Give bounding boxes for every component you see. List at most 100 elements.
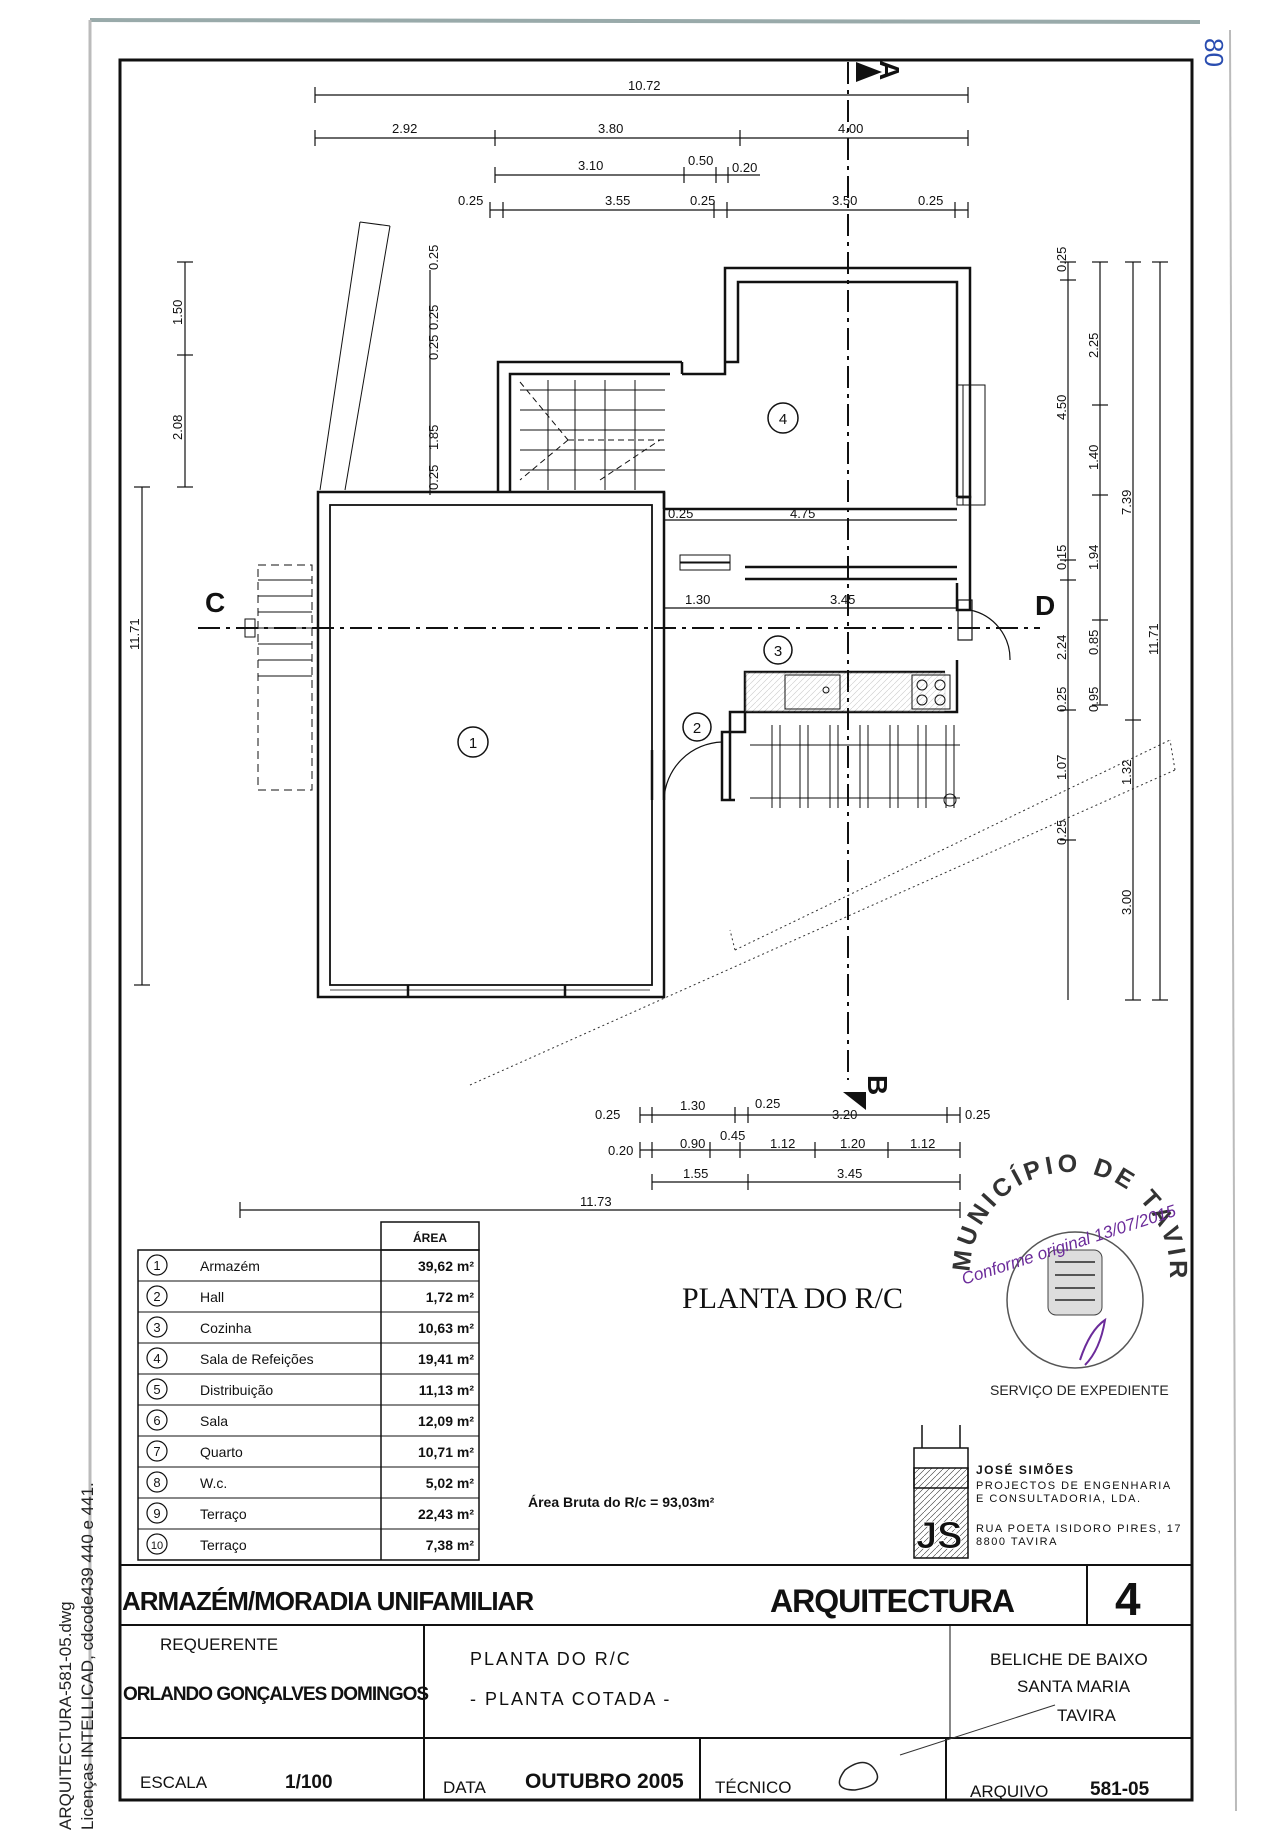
gross-area: Área Bruta do R/c = 93,03m² xyxy=(528,1494,715,1510)
dim-interior: 3.45 xyxy=(830,592,855,607)
dim-top: 0.20 xyxy=(732,160,757,175)
dim-bottom: 3.20 xyxy=(832,1107,857,1122)
room-markers: 1 2 3 4 xyxy=(457,402,799,758)
dim-top: 0.25 xyxy=(918,193,943,208)
area-row-value: 22,43 m² xyxy=(418,1506,474,1522)
area-row-name: Terraço xyxy=(200,1537,247,1553)
dim-center: 0.25 xyxy=(426,305,441,330)
technician-signature xyxy=(838,1761,879,1791)
dim-bottom: 1.55 xyxy=(683,1166,708,1181)
section-label-c: C xyxy=(205,587,225,618)
margin-mark: 80 xyxy=(1199,38,1229,67)
area-row-marker xyxy=(146,1285,168,1307)
area-row-number: 9 xyxy=(153,1506,160,1521)
arquivo-label: ARQUIVO xyxy=(970,1782,1048,1801)
dim-right: 2.25 xyxy=(1086,333,1101,358)
area-row-number: 3 xyxy=(153,1320,160,1335)
dim-interior: 4.75 xyxy=(790,506,815,521)
title-block-frame xyxy=(120,1564,1192,1800)
area-row-value: 39,62 m² xyxy=(418,1258,474,1274)
location-line: SANTA MARIA xyxy=(1017,1677,1131,1696)
area-row-number: 8 xyxy=(153,1475,160,1490)
area-row-marker xyxy=(146,1316,168,1338)
area-row-number: 6 xyxy=(153,1413,160,1428)
dim-right: 0.15 xyxy=(1054,545,1069,570)
dim-right: 1.94 xyxy=(1086,545,1101,570)
dim-right: 0.85 xyxy=(1086,630,1101,655)
area-row-marker xyxy=(146,1254,168,1276)
area-row-number: 1 xyxy=(153,1258,160,1273)
area-row-marker xyxy=(146,1347,168,1369)
discipline: ARQUITECTURA xyxy=(770,1583,1015,1619)
company-line: E CONSULTADORIA, LDA. xyxy=(976,1493,1142,1505)
company-line: PROJECTOS DE ENGENHARIA xyxy=(976,1480,1172,1492)
requerente-label: REQUERENTE xyxy=(160,1635,278,1654)
stamp-service: SERVIÇO DE EXPEDIENTE xyxy=(990,1382,1169,1398)
dim-bottom: 1.30 xyxy=(680,1098,705,1113)
area-row-number: 7 xyxy=(153,1444,160,1459)
side-note-line: Licenças INTELLICAD, cdcode439 440 e 441… xyxy=(78,1482,97,1830)
area-row-value: 19,41 m² xyxy=(418,1351,474,1367)
data-label: DATA xyxy=(443,1778,486,1797)
stamp-text: MUNICÍPIO DE TAVIRA xyxy=(0,0,1188,1282)
escala-label: ESCALA xyxy=(140,1773,208,1792)
walls xyxy=(316,266,972,999)
dim-center: 1.85 xyxy=(426,425,441,450)
requerente-name: ORLANDO GONÇALVES DOMINGOS xyxy=(123,1684,428,1705)
dim-top: 3.50 xyxy=(832,193,857,208)
dim-bottom: 0.25 xyxy=(595,1107,620,1122)
dimension-texts: 10.72 2.92 3.80 4.00 3.10 0.50 0.20 0.25… xyxy=(127,78,1161,1209)
area-row-marker xyxy=(146,1440,168,1462)
pen-stroke xyxy=(899,1704,1056,1756)
dim-center: 0.25 xyxy=(426,245,441,270)
room-number: 1 xyxy=(469,735,477,752)
area-row-name: Armazém xyxy=(200,1258,260,1274)
company-info: JOSÉ SIMÕES PROJECTOS DE ENGENHARIA E CO… xyxy=(976,1462,1180,1548)
area-table xyxy=(137,1221,480,1561)
dim-top: 3.10 xyxy=(578,158,603,173)
area-row-value: 7,38 m² xyxy=(426,1537,475,1553)
area-row-number: 4 xyxy=(153,1351,160,1366)
dim-bottom: 0.45 xyxy=(720,1128,745,1143)
area-row-name: Distribuição xyxy=(200,1382,273,1398)
area-row-value: 12,09 m² xyxy=(418,1413,474,1429)
room-number: 4 xyxy=(779,411,787,428)
dim-bottom: 3.45 xyxy=(837,1166,862,1181)
dim-left: 1.50 xyxy=(170,300,185,325)
section-lines xyxy=(198,62,1040,1080)
dim-right: 1.40 xyxy=(1086,445,1101,470)
section-label-d: D xyxy=(1035,590,1055,621)
dim-right: 0.25 xyxy=(1054,820,1069,845)
terrain-lines xyxy=(469,739,1176,1086)
section-arrows xyxy=(244,62,882,1110)
stamp-arc-text: MUNICÍPIO DE TAVIRA xyxy=(0,0,1188,1282)
drawing-name: PLANTA DO R/C xyxy=(470,1649,632,1669)
dim-right: 2.24 xyxy=(1054,635,1069,660)
file-side-note: ARQUITECTURA-581-05.dwg Licenças INTELLI… xyxy=(55,1482,99,1830)
area-row-name: Sala de Refeições xyxy=(200,1351,314,1367)
company-logo xyxy=(913,1425,969,1559)
area-row-value: 10,63 m² xyxy=(418,1320,474,1336)
dim-bottom: 0.20 xyxy=(608,1143,633,1158)
dim-right: 11.71 xyxy=(1146,623,1161,655)
sheet-number: 4 xyxy=(1115,1573,1141,1625)
dim-top: 3.80 xyxy=(598,121,623,136)
dim-right: 0.25 xyxy=(1054,687,1069,712)
location-line: TAVIRA xyxy=(1057,1706,1117,1725)
location-line: BELICHE DE BAIXO xyxy=(990,1650,1148,1669)
dim-right: 1.07 xyxy=(1054,755,1069,780)
dim-bottom: 1.20 xyxy=(840,1136,865,1151)
area-row-number: 2 xyxy=(153,1289,160,1304)
company-name: JOSÉ SIMÕES xyxy=(976,1462,1075,1477)
dim-left: 11.71 xyxy=(127,618,142,650)
dim-right: 7.39 xyxy=(1119,490,1134,515)
area-row-marker xyxy=(146,1471,168,1493)
area-row-name: Sala xyxy=(200,1413,228,1429)
room-number: 2 xyxy=(693,720,701,737)
data-value: OUTUBRO 2005 xyxy=(525,1770,684,1793)
section-label-a: A xyxy=(874,60,905,80)
dimension-lines xyxy=(141,94,1161,1211)
dim-top: 4.00 xyxy=(838,121,863,136)
